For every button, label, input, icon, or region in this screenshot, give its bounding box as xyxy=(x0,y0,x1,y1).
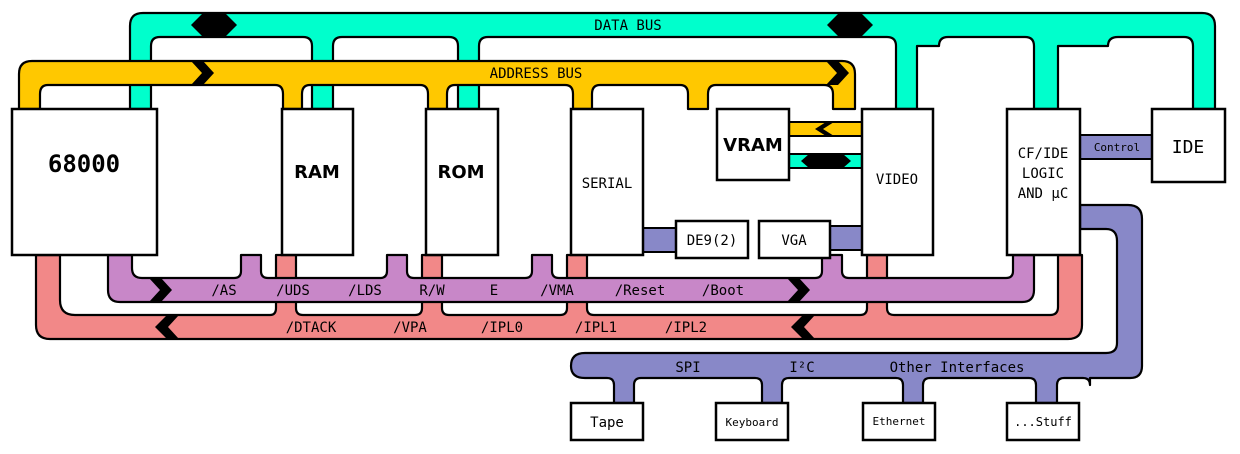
signal-boot: /Boot xyxy=(702,283,744,299)
de9-block: DE9(2) xyxy=(674,219,750,260)
cfide-box xyxy=(1005,107,1082,257)
data-bus-bidir-arrow-right xyxy=(827,13,873,37)
cfide-label-line1: CF/IDE xyxy=(1018,146,1069,162)
cfide-label-line2: LOGIC xyxy=(1022,166,1064,182)
peripheral-keyboard: Keyboard xyxy=(714,401,790,442)
video-block: VIDEO xyxy=(860,107,935,257)
signal-rw: R/W xyxy=(419,283,445,299)
data-bus-bidir-arrow-left xyxy=(191,13,237,37)
vga-label: VGA xyxy=(781,233,807,249)
rom-box xyxy=(424,107,500,257)
cfide-block: CF/IDE LOGIC AND µC xyxy=(1005,107,1082,257)
signal-lds: /LDS xyxy=(348,283,382,299)
control-bus-arrow-right xyxy=(787,278,810,302)
vga-block: VGA xyxy=(757,219,832,260)
video-vga-link xyxy=(829,225,864,251)
peripheral-label-i2c: I²C xyxy=(789,360,814,376)
serial-box xyxy=(569,107,645,257)
signal-e: E xyxy=(490,283,498,299)
de9-box xyxy=(674,219,750,260)
serial-label: SERIAL xyxy=(582,176,633,192)
peripheral-stuff: ...Stuff xyxy=(1005,401,1081,442)
address-bus-arrow-left xyxy=(191,61,214,85)
ram-block: RAM xyxy=(280,107,355,257)
cpu-label: 68000 xyxy=(48,150,120,178)
keyboard-label: Keyboard xyxy=(726,416,779,429)
stuff-box xyxy=(1005,401,1081,442)
vram-box xyxy=(715,107,791,182)
ethernet-label: Ethernet xyxy=(873,415,926,428)
signal-as: /AS xyxy=(211,283,236,299)
vram-label: VRAM xyxy=(723,135,783,156)
video-box xyxy=(860,107,935,257)
ide-control-label: Control xyxy=(1094,141,1140,154)
ide-box xyxy=(1150,107,1227,184)
peripheral-tape: Tape xyxy=(569,401,645,442)
vram-data-bidir-arrow xyxy=(801,154,851,168)
serial-de9-link xyxy=(642,227,677,253)
vga-box xyxy=(757,219,832,260)
control-bus-arrow-left xyxy=(149,278,172,302)
signal-reset: /Reset xyxy=(615,283,666,299)
video-label: VIDEO xyxy=(876,172,918,188)
peripheral-label-spi: SPI xyxy=(675,360,700,376)
stuff-label: ...Stuff xyxy=(1014,415,1072,429)
signal-ipl0: /IPL0 xyxy=(481,320,523,336)
rom-block: ROM xyxy=(424,107,500,257)
tape-label: Tape xyxy=(590,415,624,431)
peripheral-bus-labels: SPI I²C Other Interfaces xyxy=(675,360,1024,376)
ram-label: RAM xyxy=(294,162,340,183)
cfide-label-line3: AND µC xyxy=(1018,186,1069,202)
control-signal-labels: /AS /UDS /LDS R/W E /VMA /Reset /Boot xyxy=(211,283,744,299)
peripheral-bus-path xyxy=(569,203,1144,405)
vram-address-arrow xyxy=(815,122,834,136)
tape-box xyxy=(569,401,645,442)
signal-ipl1: /IPL1 xyxy=(575,320,617,336)
signal-uds: /UDS xyxy=(276,283,310,299)
serial-block: SERIAL xyxy=(569,107,645,257)
cpu-block: 68000 xyxy=(10,107,159,257)
signal-ipl2: /IPL2 xyxy=(665,320,707,336)
signal-dtack: /DTACK xyxy=(286,320,337,336)
signal-vpa: /VPA xyxy=(393,320,427,336)
de9-label: DE9(2) xyxy=(687,233,738,249)
data-bus-label: DATA BUS xyxy=(594,18,661,34)
peripheral-label-other: Other Interfaces xyxy=(890,360,1025,376)
bus-direction-arrows xyxy=(149,13,873,339)
rom-label: ROM xyxy=(437,162,484,183)
ide-label: IDE xyxy=(1172,137,1205,158)
ide-block: IDE xyxy=(1150,107,1227,184)
peripheral-ethernet: Ethernet xyxy=(861,401,937,442)
cpu-box xyxy=(10,107,159,257)
interrupt-signal-labels: /DTACK /VPA /IPL0 /IPL1 /IPL2 xyxy=(286,320,707,336)
vram-block: VRAM xyxy=(715,107,791,182)
peripheral-bus xyxy=(569,203,1144,405)
interrupt-bus-arrow-right xyxy=(791,315,815,339)
ram-box xyxy=(280,107,355,257)
ethernet-box xyxy=(861,401,937,442)
interrupt-bus-arrow-left xyxy=(155,315,179,339)
signal-vma: /VMA xyxy=(540,283,574,299)
keyboard-box xyxy=(714,401,790,442)
address-bus-arrow-right xyxy=(826,61,849,85)
address-bus-label: ADDRESS BUS xyxy=(490,66,583,82)
